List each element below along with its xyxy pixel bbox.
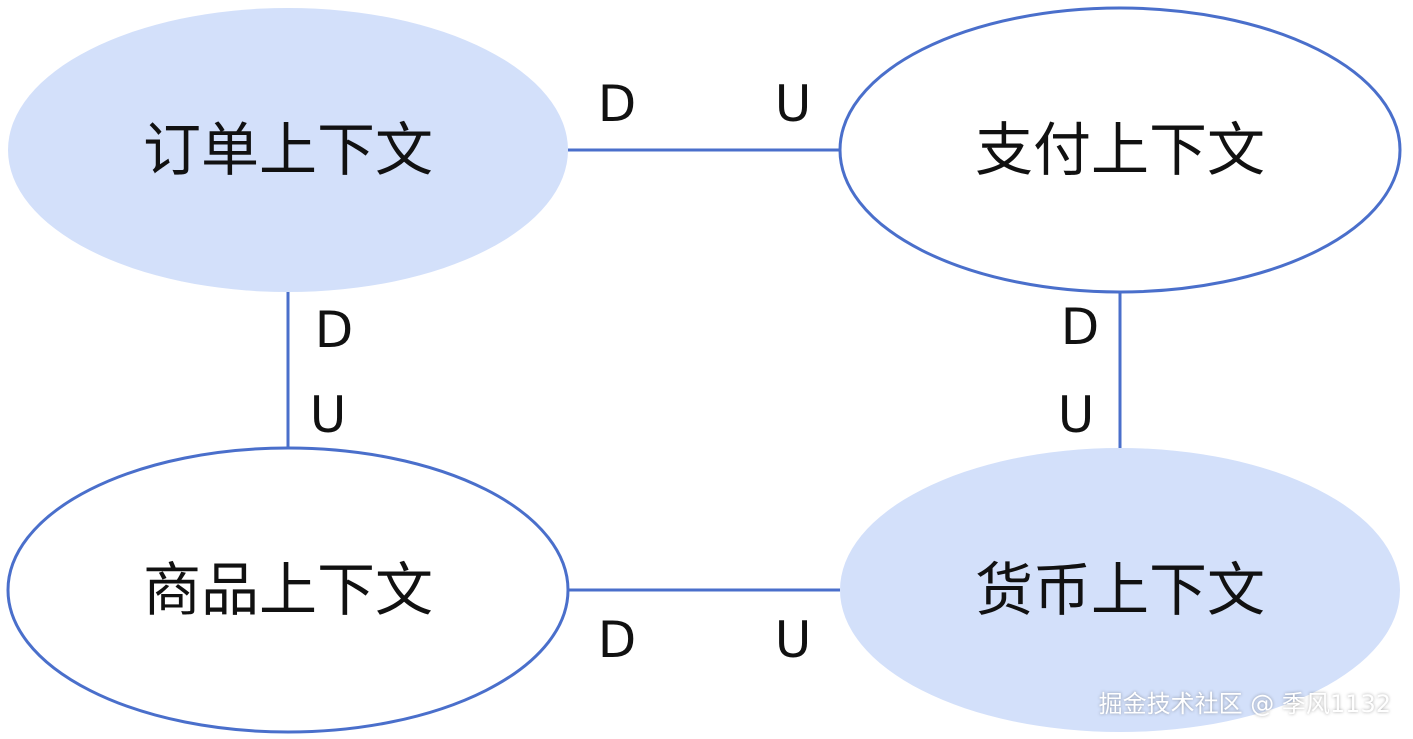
node-currency-shape [840, 448, 1400, 732]
edge-order-payment-label-u: U [775, 75, 812, 133]
node-order-label: 订单上下文 [143, 116, 433, 184]
node-product[interactable]: 商品上下文 [6, 446, 570, 734]
node-payment-shape [838, 6, 1402, 294]
node-order-shape [8, 8, 568, 292]
watermark: 掘金技术社区 @ 季风1132 [1098, 690, 1391, 718]
edge-order-product-label-d: D [315, 301, 354, 359]
node-currency[interactable]: 货币上下文 [840, 448, 1400, 732]
edge-order-product-label-u: U [310, 386, 347, 444]
node-payment[interactable]: 支付上下文 [838, 6, 1402, 294]
edge-order-payment-label-d: D [598, 75, 637, 133]
edge-payment-currency-label-d: D [1061, 298, 1100, 356]
edge-product-currency-label-d: D [598, 611, 637, 669]
node-currency-label: 货币上下文 [975, 556, 1265, 624]
node-payment-label: 支付上下文 [975, 116, 1265, 184]
node-product-shape [6, 446, 570, 734]
edge-payment-currency-label-u: U [1058, 386, 1095, 444]
node-product-label: 商品上下文 [143, 556, 433, 624]
edge-product-currency-label-u: U [775, 611, 812, 669]
node-order[interactable]: 订单上下文 [8, 8, 568, 292]
